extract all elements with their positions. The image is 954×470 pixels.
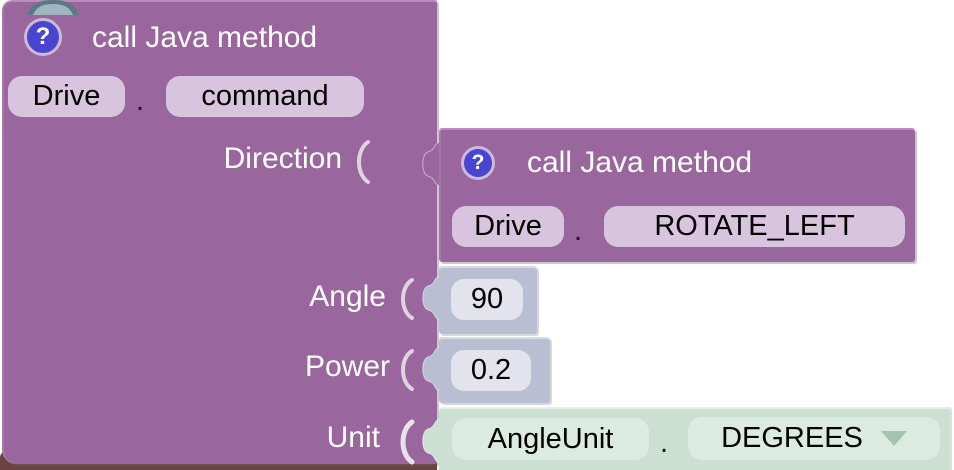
help-icon[interactable]: ? xyxy=(461,146,495,180)
help-icon[interactable]: ? xyxy=(24,18,62,56)
unit-block-output-tab xyxy=(422,418,440,464)
block-title: call Java method xyxy=(92,21,318,54)
unit-enum-value: DEGREES xyxy=(721,422,863,454)
direction-block-output-tab xyxy=(422,141,440,187)
input-label-unit: Unit xyxy=(326,421,380,454)
power-block-output-tab xyxy=(422,346,440,392)
help-icon-glyph: ? xyxy=(471,151,485,174)
method-field[interactable]: ROTATE_LEFT xyxy=(604,206,905,247)
power-value-field[interactable]: 0.2 xyxy=(451,350,531,391)
input-label-angle: Angle xyxy=(309,280,386,313)
separator-dot: . xyxy=(573,214,583,247)
separator-dot: . xyxy=(135,84,145,117)
call-java-method-block[interactable] xyxy=(2,0,437,464)
block-title: call Java method xyxy=(527,146,753,179)
dropdown-arrow-icon[interactable] xyxy=(880,431,907,446)
socket-paren-unit xyxy=(400,419,415,465)
socket-paren-angle xyxy=(401,278,414,320)
angle-value-field[interactable]: 90 xyxy=(451,279,523,320)
object-field[interactable]: Drive xyxy=(452,206,564,247)
input-label-direction: Direction xyxy=(223,142,342,175)
angle-block-output-tab xyxy=(422,275,440,321)
method-field[interactable]: command xyxy=(166,76,364,117)
unit-enum-dropdown[interactable]: DEGREES xyxy=(688,417,940,460)
input-label-power: Power xyxy=(304,350,390,383)
object-field[interactable]: Drive xyxy=(8,76,125,117)
socket-paren-direction xyxy=(357,140,370,184)
help-icon-glyph: ? xyxy=(35,23,51,50)
separator-dot: . xyxy=(659,426,669,459)
socket-paren-power xyxy=(401,349,414,391)
block-above-connector[interactable] xyxy=(27,0,79,15)
unit-class-field[interactable]: AngleUnit xyxy=(452,418,649,460)
